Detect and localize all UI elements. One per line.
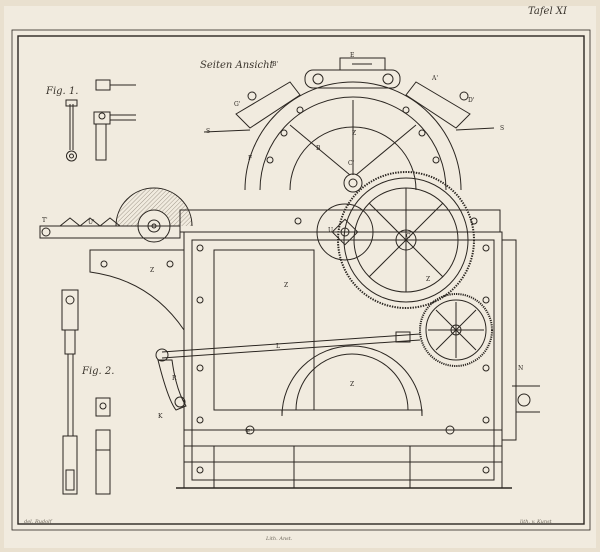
right-tensioning-screw [405,81,471,129]
large-spur-gear [337,171,475,309]
left-knob [247,91,257,101]
letter-t-prime: T' [42,217,48,224]
fig2-bracket [95,397,111,495]
letter-b-prime: B' [272,61,278,68]
feed-bed [39,209,501,239]
right-frame-post [501,239,517,441]
letter-c-prime: C' [348,160,355,167]
left-lever [157,359,187,411]
letter-b: B [316,145,321,152]
part-letters: E B' A' G' D' S S C' B F Z Z Z Z Z U U' … [42,52,523,436]
cam-disk [316,203,374,261]
fig2-label: Fig. 2. [82,366,115,377]
left-side-cheek [89,249,185,332]
fig1-clamp [93,79,136,161]
letter-f: F [248,155,252,162]
letter-a-prime: A' [431,75,438,82]
main-frame [176,231,512,489]
letter-e: E [350,52,354,59]
letter-z-gear: Z [426,276,430,283]
letter-z-arch-lower: Z [350,381,354,388]
fig2-connecting-rod [61,289,79,495]
letter-c: C [406,233,411,240]
letter-l: L [276,343,280,350]
top-rocker-arm [304,57,401,89]
left-tensioning-screw [235,81,301,129]
view-title: Seiten Ansicht [200,60,274,71]
credit-engraver: lith. v. Kunst [520,519,552,525]
letter-e-prime: E' [246,429,252,436]
letter-u-prime: U' [88,219,95,226]
fig1-bolt [65,99,78,162]
letter-z-frame: Z [284,282,288,289]
upper-arch-frame [244,81,462,193]
right-knob [459,91,469,101]
brush-roller [115,187,193,243]
letter-u: U [328,227,333,234]
letter-r: R [172,375,177,382]
fig1-label: Fig. 1. [46,86,79,97]
letter-k: K [158,413,163,420]
letter-z-cheek: Z [150,267,154,274]
right-ratchet [512,385,540,413]
outer-border [11,29,591,531]
inner-border [17,35,585,525]
credit-draftsman: del. Rudolf [24,519,52,525]
right-adjusting-bolt [455,127,495,131]
letter-s-right: S [500,125,504,132]
credit-press: Lith. Anst. [266,536,293,542]
plate-number: Tafel XI [528,6,567,17]
connecting-rod [155,331,421,362]
small-spur-gear [419,293,493,367]
left-adjusting-bolt [203,129,251,133]
letter-d-prime: D' [468,97,475,104]
frame-bolts [196,244,490,474]
letter-n: N [518,365,523,372]
letter-g-prime: G' [234,101,241,108]
letter-s-left: S [206,128,210,135]
letter-z-arch: Z [352,130,356,137]
